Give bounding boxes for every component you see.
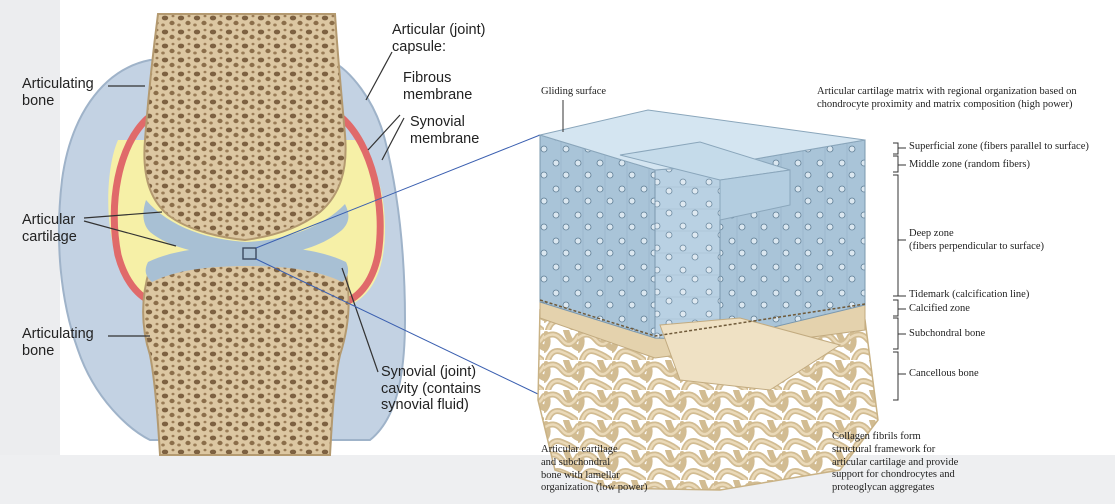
label-low-power-note: Articular cartilage and subchondral bone… [541,444,648,495]
cartilage-cutaway-block [538,110,878,490]
label-tidemark: Tidemark (calcification line) [909,289,1029,302]
label-synovial-cavity: Synovial (joint) cavity (contains synovi… [381,364,481,414]
label-gliding-surface: Gliding surface [541,86,606,99]
label-articular-capsule: Articular (joint) capsule: [392,22,485,55]
label-cancellous-bone: Cancellous bone [909,368,979,381]
label-fibrous-membrane: Fibrous membrane [403,70,472,103]
label-collagen-note: Collagen fibrils form structural framewo… [832,431,958,495]
label-calcified-zone: Calcified zone [909,303,970,316]
cartilage-cut-face [655,165,720,340]
label-articulating-bone-top: Articulating bone [22,76,94,109]
synovial-joint-illustration [59,14,405,455]
label-deep-zone: Deep zone (fibers perpendicular to surfa… [909,228,1044,254]
label-articular-cartilage: Articular cartilage [22,212,77,245]
label-superficial-zone: Superficial zone (fibers parallel to sur… [909,141,1089,154]
label-subchondral-bone: Subchondral bone [909,328,985,341]
label-middle-zone: Middle zone (random fibers) [909,159,1030,172]
label-matrix-note: Articular cartilage matrix with regional… [817,86,1077,112]
cartilage-left-face [540,135,655,338]
label-articulating-bone-bottom: Articulating bone [22,326,94,359]
label-synovial-membrane: Synovial membrane [410,114,479,147]
upper-bone-shape [144,14,345,240]
lower-bone-shape [143,252,348,455]
